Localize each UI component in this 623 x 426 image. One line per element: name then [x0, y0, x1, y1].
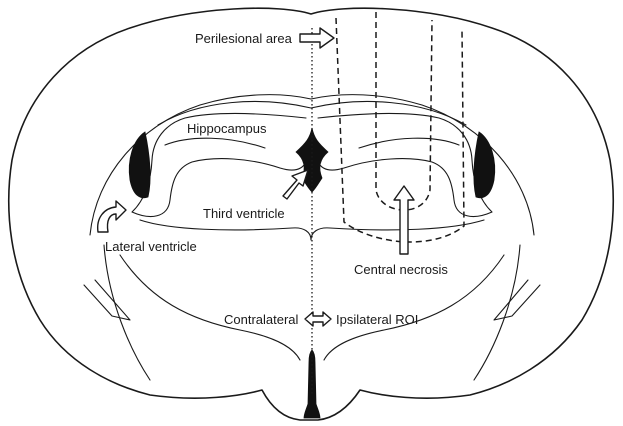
necrosis-boundary	[376, 12, 432, 210]
label-lateral-ventricle: Lateral ventricle	[105, 239, 197, 254]
label-third-ventricle: Third ventricle	[203, 206, 285, 221]
hippocampal-fold-right	[359, 138, 459, 148]
roi-double-arrow-icon	[305, 312, 331, 326]
rhinal-line-right	[494, 280, 540, 320]
lateral-ventricle-right	[474, 132, 495, 198]
label-ipsilateral-roi: Ipsilateral ROI	[336, 312, 418, 327]
rhinal-line-left	[84, 280, 130, 320]
third-ventricle-arrow-icon	[283, 170, 308, 199]
perilesional-arrow-icon	[300, 28, 334, 48]
hippocampal-fold-left	[165, 138, 265, 148]
lateral-ventricle-arrow-icon	[98, 201, 126, 232]
label-contralateral: Contralateral	[224, 312, 299, 327]
central-necrosis-arrow-icon	[394, 186, 414, 254]
label-hippocampus: Hippocampus	[187, 121, 267, 136]
label-central-necrosis: Central necrosis	[354, 262, 448, 277]
lateral-ventricle-left	[129, 132, 150, 198]
label-perilesional-area: Perilesional area	[195, 31, 293, 46]
